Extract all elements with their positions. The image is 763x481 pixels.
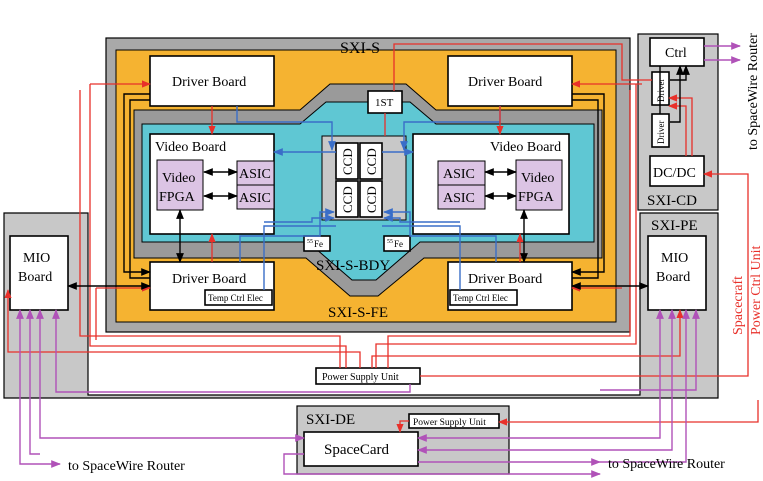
- temp-ctrl-label-right: Temp Ctrl Elec: [453, 293, 508, 303]
- asic-right-top: [437, 160, 486, 186]
- sxi-cd-label: SXI-CD: [647, 193, 697, 209]
- asic-label-rb: ASIC: [443, 191, 475, 206]
- driver-board-label-tr: Driver Board: [468, 75, 542, 90]
- asic-label-lt: ASIC: [239, 167, 271, 182]
- fe55-right-main: Fe: [394, 239, 403, 249]
- mio-left-line1: MIO: [23, 251, 50, 266]
- driver-board-label-br: Driver Board: [468, 272, 542, 287]
- sxi-s-bdy-label: SXI-S-BDY: [316, 258, 390, 274]
- ccd-label-tl: CCD: [340, 148, 355, 175]
- spacewire-router-label-left: to SpaceWire Router: [68, 459, 185, 474]
- fe55-right-sup: 55: [387, 239, 393, 245]
- temp-ctrl-box-right: [449, 289, 518, 306]
- driver-label-top: Driver: [656, 79, 666, 103]
- ccd-bottom-right: [359, 180, 383, 218]
- ccd-top-left: [335, 142, 359, 180]
- asic-label-rt: ASIC: [443, 167, 475, 182]
- asic-left-top: [236, 160, 275, 186]
- dcdc-label: DC/DC: [653, 166, 696, 181]
- video-fpga-left-line2: FPGA: [159, 190, 196, 205]
- spacecard-box: [303, 431, 419, 467]
- driver-board-top-right: [447, 55, 573, 107]
- ccd-bottom-left: [335, 180, 359, 218]
- ccd-top-right: [359, 142, 383, 180]
- video-fpga-right: [515, 159, 563, 211]
- mio-left-line2: Board: [18, 270, 52, 285]
- driver-label-bottom: Driver: [656, 121, 666, 145]
- mio-right-line1: MIO: [661, 251, 688, 266]
- video-fpga-left-line1: Video: [162, 171, 195, 186]
- spacewire-router-label-right: to SpaceWire Router: [608, 457, 725, 472]
- driver-board-label-bl: Driver Board: [172, 272, 246, 287]
- fe55-box-right: [383, 235, 411, 252]
- spacewire-router-label-cd: to SpaceWire Router: [746, 33, 761, 150]
- driver-board-label-tl: Driver Board: [172, 75, 246, 90]
- sxi-s-fe-label: SXI-S-FE: [328, 305, 388, 321]
- spacecard-label: SpaceCard: [324, 442, 389, 458]
- video-fpga-right-line1: Video: [521, 171, 554, 186]
- asic-label-lb: ASIC: [239, 191, 271, 206]
- video-fpga-left: [156, 159, 204, 211]
- fe55-left-main: Fe: [314, 239, 323, 249]
- driver-board-top-left: [149, 55, 275, 107]
- ccd-label-bl: CCD: [340, 186, 355, 213]
- power-supply-unit-pe-label: Power Supply Unit: [322, 372, 399, 383]
- video-fpga-right-line2: FPGA: [518, 190, 555, 205]
- power-supply-unit-de-label: Power Supply Unit: [413, 418, 486, 428]
- one-st-label: 1ST: [375, 97, 394, 109]
- mio-right-line2: Board: [656, 270, 690, 285]
- ccd-label-tr: CCD: [364, 148, 379, 175]
- ctrl-label: Ctrl: [665, 46, 687, 61]
- power-ctrl-unit-label: Power Ctrl Unit: [749, 245, 763, 335]
- video-board-label-right: Video Board: [490, 140, 561, 155]
- ccd-label-br: CCD: [364, 186, 379, 213]
- sxi-pe-label: SXI-PE: [651, 218, 698, 234]
- sxi-s-label: SXI-S: [340, 40, 380, 57]
- spacecraft-label: Spacecraft: [731, 276, 746, 335]
- temp-ctrl-label-left: Temp Ctrl Elec: [208, 293, 263, 303]
- sxi-de-label: SXI-DE: [306, 412, 355, 428]
- fe55-left-sup: 55: [307, 239, 313, 245]
- temp-ctrl-box-left: [204, 289, 273, 306]
- video-board-label-left: Video Board: [155, 140, 226, 155]
